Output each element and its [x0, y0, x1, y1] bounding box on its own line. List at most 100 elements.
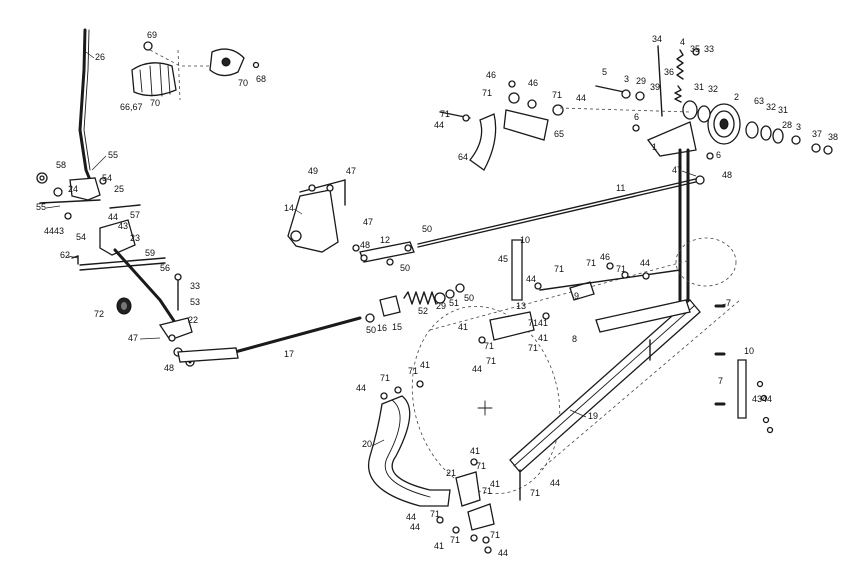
part-pivot-arm-1 — [646, 121, 697, 157]
callout-44: 44 — [498, 548, 508, 558]
callout-10: 10 — [744, 346, 754, 356]
callout-44: 44 — [406, 512, 416, 522]
part-grip-66-67 — [131, 62, 177, 97]
callout-3: 3 — [796, 122, 801, 132]
part-rod-11 — [417, 177, 701, 245]
part-bracket-21 — [455, 471, 481, 507]
callout-71: 71 — [484, 341, 494, 351]
callout-71: 71 — [586, 258, 596, 268]
frame-and-belt-guard — [411, 237, 774, 501]
pulley-assembly — [439, 45, 833, 302]
callout-22: 22 — [188, 315, 198, 325]
part-bracket-14 — [287, 189, 339, 253]
callout-3: 3 — [624, 74, 629, 84]
callout-43: 43 — [118, 221, 128, 231]
callout-69: 69 — [147, 30, 157, 40]
callout-44: 44 — [356, 383, 366, 393]
callout-44: 44 — [640, 258, 650, 268]
part-bracket-24 — [69, 177, 101, 201]
callout-56: 56 — [160, 263, 170, 273]
part-bracket-10-top — [511, 239, 523, 301]
callout-7: 7 — [726, 298, 731, 308]
callout-44: 44 — [410, 522, 420, 532]
callout-44: 44 — [526, 274, 536, 284]
callout-10: 10 — [520, 235, 530, 245]
callout-50: 50 — [366, 325, 376, 335]
callout-45: 45 — [498, 254, 508, 264]
callout-71: 71 — [616, 264, 626, 274]
callout-72: 72 — [94, 309, 104, 319]
callout-6: 6 — [634, 112, 639, 122]
callout-1: 1 — [652, 142, 657, 152]
callout-41: 41 — [470, 446, 480, 456]
callout-50: 50 — [422, 224, 432, 234]
callout-68: 68 — [256, 74, 266, 84]
callout-47: 47 — [346, 166, 356, 176]
callout-4344: 4344 — [752, 394, 772, 404]
callout-4443: 4443 — [44, 226, 64, 236]
part-plate-13 — [489, 311, 535, 341]
grip-assembly — [131, 41, 260, 101]
callout-32: 32 — [766, 102, 776, 112]
callout-29: 29 — [436, 301, 446, 311]
callout-24: 24 — [68, 184, 78, 194]
callout-33: 33 — [190, 281, 200, 291]
callout-71: 71 — [430, 509, 440, 519]
callout-19: 19 — [588, 411, 598, 421]
callout-54: 54 — [76, 232, 86, 242]
callout-25: 25 — [114, 184, 124, 194]
callout-4: 4 — [680, 37, 685, 47]
part-arm-64 — [469, 113, 497, 171]
callout-41: 41 — [490, 479, 500, 489]
callout-71: 71 — [450, 535, 460, 545]
callout-labels: 26 69 70 68 66,67 70 58 55 24 54 25 55 5… — [36, 30, 838, 558]
callout-13: 13 — [516, 301, 526, 311]
callout-39: 39 — [650, 82, 660, 92]
callout-71: 71 — [490, 530, 500, 540]
callout-71: 71 — [476, 461, 486, 471]
callout-70: 70 — [238, 78, 248, 88]
callout-41: 41 — [538, 318, 548, 328]
callout-48: 48 — [164, 363, 174, 373]
callout-41: 41 — [538, 333, 548, 343]
belt-outline — [411, 305, 561, 495]
part-guard-20 — [368, 395, 451, 507]
part-barrel-15 — [379, 295, 401, 317]
callout-21: 21 — [446, 468, 456, 478]
callout-47: 47 — [672, 165, 682, 175]
callout-71: 71 — [482, 88, 492, 98]
callout-48: 48 — [360, 240, 370, 250]
callout-57: 57 — [130, 210, 140, 220]
callout-17: 17 — [284, 349, 294, 359]
callout-11: 11 — [616, 183, 625, 193]
callout-16: 16 — [377, 323, 387, 333]
part-support-8 — [595, 299, 691, 333]
callout-46: 46 — [528, 78, 538, 88]
callout-71: 71 — [408, 366, 418, 376]
part-bracket-10-right — [737, 359, 747, 419]
callout-44: 44 — [108, 212, 118, 222]
callout-23: 23 — [130, 233, 140, 243]
callout-12: 12 — [380, 235, 390, 245]
callout-34: 34 — [652, 34, 662, 44]
callout-44: 44 — [550, 478, 560, 488]
callout-44: 44 — [434, 120, 444, 130]
callout-31: 31 — [778, 105, 788, 115]
callout-9: 9 — [574, 291, 579, 301]
part-plate-23 — [99, 219, 136, 256]
callout-26: 26 — [95, 52, 105, 62]
callout-7: 7 — [718, 376, 723, 386]
callout-50: 50 — [400, 263, 410, 273]
callout-44: 44 — [472, 364, 482, 374]
bell-crank-assembly — [287, 177, 701, 323]
belt-guard-assembly — [368, 380, 495, 554]
callout-8: 8 — [572, 334, 577, 344]
callout-5: 5 — [602, 67, 607, 77]
callout-47: 47 — [128, 333, 138, 343]
part-spring-52 — [403, 291, 437, 305]
callout-55: 55 — [36, 202, 46, 212]
part-bracket-65 — [503, 109, 549, 141]
callout-14: 14 — [284, 203, 294, 213]
callout-52: 52 — [418, 306, 428, 316]
